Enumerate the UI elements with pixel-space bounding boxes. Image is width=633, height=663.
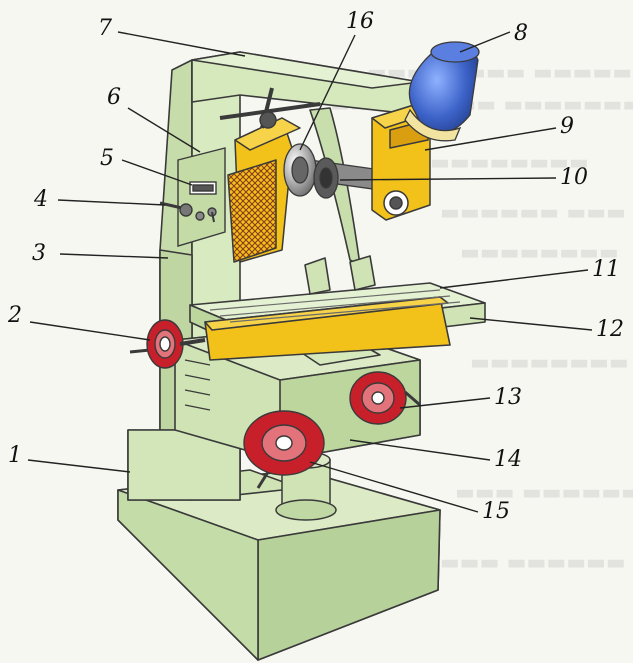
handwheel-longitudinal: [129, 319, 206, 369]
label-16: 16: [346, 9, 374, 34]
top-lever: [219, 87, 321, 129]
label-6: 6: [107, 85, 121, 110]
label-5: 5: [100, 146, 114, 171]
table: [189, 255, 486, 361]
label-3: 3: [32, 241, 46, 266]
leader-lines: [27, 31, 593, 513]
label-12: 12: [596, 317, 624, 342]
label-15: 15: [482, 499, 510, 524]
label-7: 7: [98, 16, 112, 41]
label-4: 4: [33, 187, 48, 212]
label-9: 9: [560, 114, 574, 139]
spindle: [283, 143, 392, 199]
number-labels: 1 2 3 4 5 6 7 8 9 10 11 12 13 14 15 16: [7, 9, 624, 524]
label-1: 1: [8, 443, 22, 468]
label-14: 14: [494, 447, 522, 472]
label-10: 10: [560, 165, 588, 190]
label-8: 8: [514, 21, 528, 46]
label-11: 11: [592, 257, 620, 282]
handwheel-cross: [349, 371, 421, 425]
handwheel-vertical: [243, 410, 325, 489]
motor: [404, 41, 480, 142]
label-13: 13: [494, 385, 522, 410]
label-2: 2: [7, 303, 22, 328]
spindle-guard: [227, 117, 301, 263]
control-panel: [159, 147, 226, 247]
